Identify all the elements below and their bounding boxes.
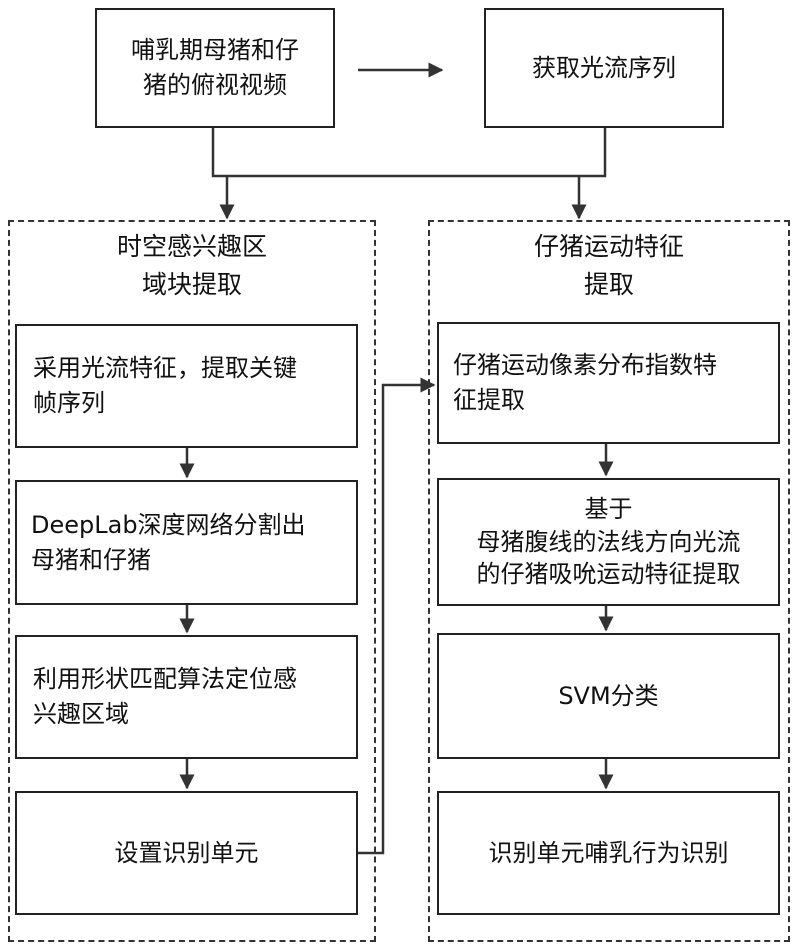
arrow-left-to-right — [358, 385, 434, 853]
join-line — [213, 128, 605, 176]
